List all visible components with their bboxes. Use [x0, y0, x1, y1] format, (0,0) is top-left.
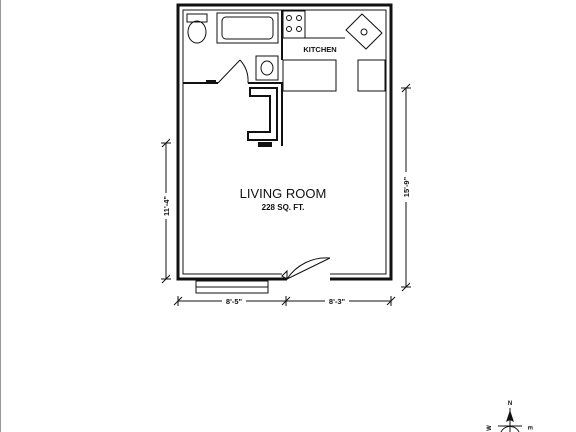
kitchen-counter: [304, 11, 345, 39]
bathroom-door[interactable]: [217, 59, 249, 84]
bathtub: [216, 12, 279, 44]
window: [195, 280, 269, 294]
door-jambs: [281, 269, 288, 280]
refrigerator: [357, 59, 386, 92]
living-room-area: 228 SQ. FT.: [262, 203, 305, 212]
dimension-bottom-left: 8'-5": [226, 297, 243, 306]
dimension-left-height: 11'-4": [162, 196, 171, 216]
bathroom-walls: [183, 10, 283, 146]
vent: [206, 80, 216, 84]
living-room-label: LIVING ROOM: [240, 186, 327, 201]
stove: [282, 10, 306, 39]
kitchen-sink: [345, 13, 383, 50]
exterior-walls: [176, 3, 393, 281]
compass: N E W: [487, 401, 532, 432]
kitchen-island: [282, 59, 337, 92]
dimension-bottom-right: 8'-3": [329, 297, 346, 306]
toilet: [186, 13, 208, 44]
closet: [247, 87, 278, 141]
compass-north-label: N: [508, 401, 512, 407]
bathroom-sink: [255, 55, 279, 81]
compass-east-label: E: [526, 426, 532, 430]
compass-west-label: W: [487, 425, 493, 431]
dimension-right-height: 15'-9": [402, 176, 411, 197]
kitchen-label: KITCHEN: [303, 45, 336, 54]
entry-door[interactable]: [286, 257, 331, 280]
closet-vent: [258, 142, 272, 147]
exterior-walls-inner: [182, 9, 387, 275]
